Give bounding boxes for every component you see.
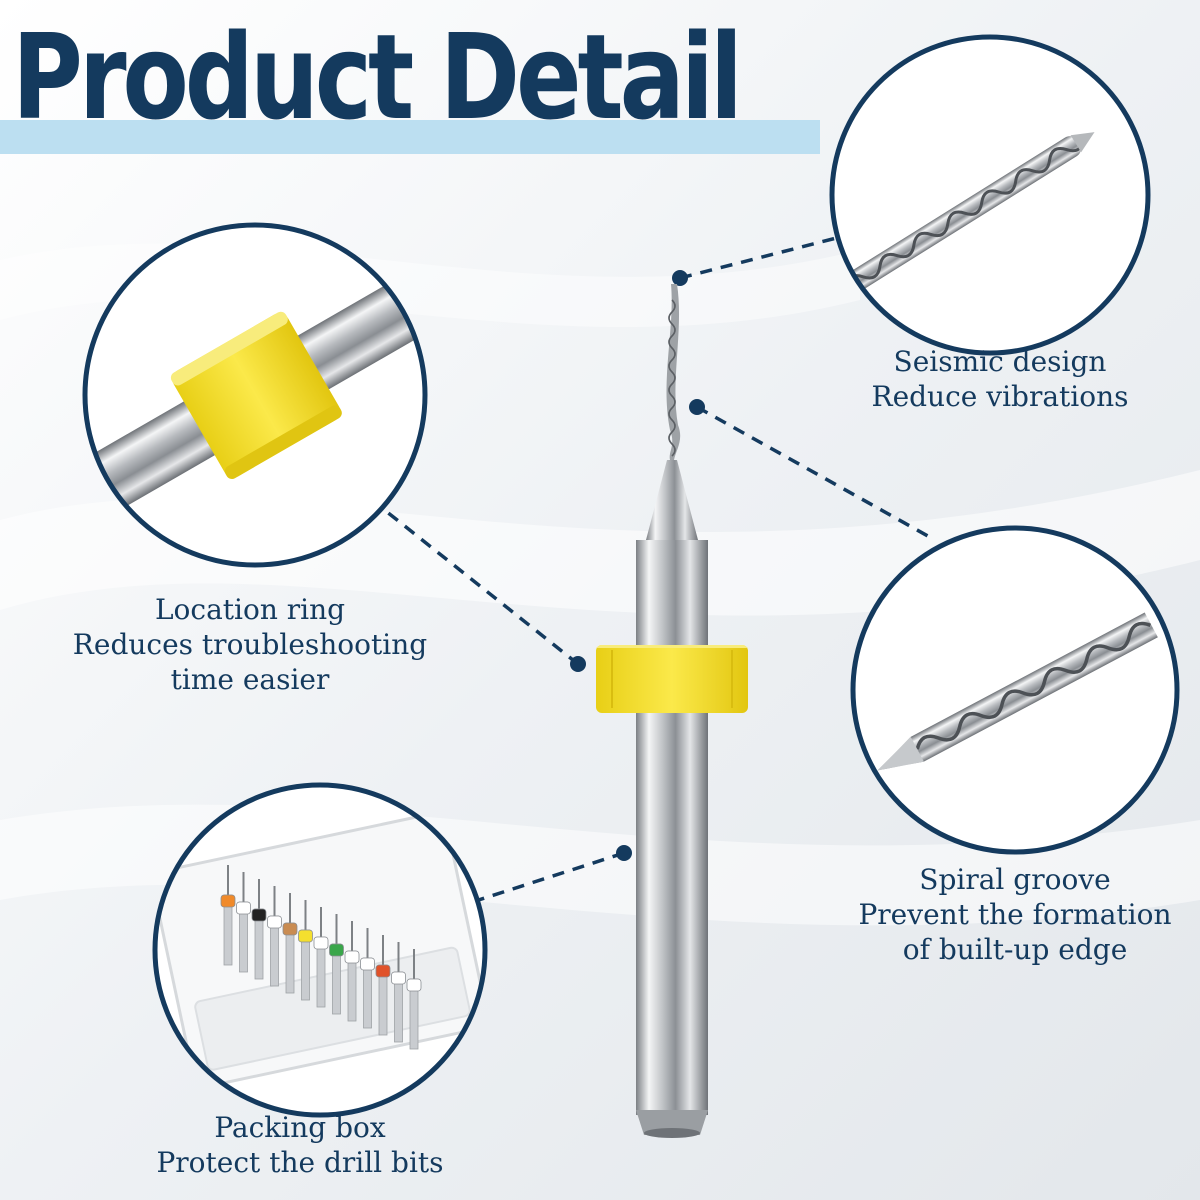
- box-drill-bit: [375, 935, 391, 1036]
- box-bit-collar: [313, 936, 329, 950]
- connector-lines: [370, 230, 936, 908]
- caption-line: Protect the drill bits: [156, 1146, 444, 1179]
- box-drill-bit: [360, 928, 375, 1029]
- connector-dot: [689, 399, 705, 415]
- caption-line: Location ring: [154, 593, 346, 626]
- box-drill-bit: [282, 893, 298, 994]
- box-drill-bit: [329, 914, 344, 1015]
- caption-spiral-groove: Spiral groove Prevent the formation of b…: [840, 862, 1190, 967]
- connector-dot: [570, 656, 586, 672]
- location-ring-detail-circle: [82, 222, 428, 568]
- box-bit-collar: [267, 915, 282, 929]
- box-drill-bit: [267, 886, 282, 987]
- box-bit-collar: [236, 901, 251, 915]
- connector-box: [459, 851, 625, 908]
- packing-box-detail-circle: [152, 782, 488, 1118]
- caption-packing-box: Packing box Protect the drill bits: [130, 1110, 470, 1180]
- box-bit-collar: [251, 908, 267, 922]
- box-bit-collar: [375, 964, 391, 978]
- connector-dot: [616, 845, 632, 861]
- location-ring: [596, 645, 748, 713]
- caption-seismic-design: Seismic design Reduce vibrations: [850, 344, 1150, 414]
- caption-line: Prevent the formation: [858, 898, 1172, 931]
- caption-line: Reduces troubleshooting: [72, 628, 428, 661]
- box-drill-bit: [391, 942, 406, 1043]
- caption-line: Seismic design: [893, 345, 1107, 378]
- caption-line: time easier: [170, 663, 330, 696]
- box-bit-collar: [220, 894, 236, 908]
- box-drill-bit: [236, 872, 251, 973]
- box-bit-collar: [282, 922, 298, 936]
- box-bit-collar: [298, 929, 313, 943]
- connector-dots: [570, 270, 705, 861]
- box-bit-collar: [360, 957, 375, 971]
- caption-line: Packing box: [214, 1111, 386, 1144]
- caption-location-ring: Location ring Reduces troubleshooting ti…: [40, 592, 460, 697]
- page-title: Product Detail: [12, 8, 743, 146]
- box-bit-collar: [406, 978, 422, 992]
- box-drill-bit: [298, 900, 313, 1001]
- connector-ring: [370, 498, 580, 666]
- caption-line: of built-up edge: [902, 933, 1128, 966]
- box-bit-collar: [329, 943, 344, 957]
- box-drill-bit: [344, 921, 360, 1022]
- box-bit-collar: [391, 971, 406, 985]
- seismic-detail-circle: [829, 34, 1151, 356]
- drill-shank: [636, 540, 708, 1115]
- box-drill-bit: [406, 949, 422, 1050]
- caption-line: Spiral groove: [919, 863, 1111, 896]
- box-drill-bit: [313, 907, 329, 1008]
- spiral-groove-detail-circle: [850, 525, 1180, 855]
- box-bit-collar: [344, 950, 360, 964]
- drill-bit-set-icon: [220, 865, 422, 1050]
- box-drill-bit: [251, 879, 267, 980]
- connector-seismic: [679, 230, 861, 280]
- caption-line: Reduce vibrations: [871, 380, 1129, 413]
- connector-dot: [672, 270, 688, 286]
- box-drill-bit: [220, 865, 236, 966]
- connector-spiral: [696, 405, 936, 542]
- title-underline-bar: [0, 120, 820, 154]
- micro-drill-bit-icon: [596, 284, 748, 1138]
